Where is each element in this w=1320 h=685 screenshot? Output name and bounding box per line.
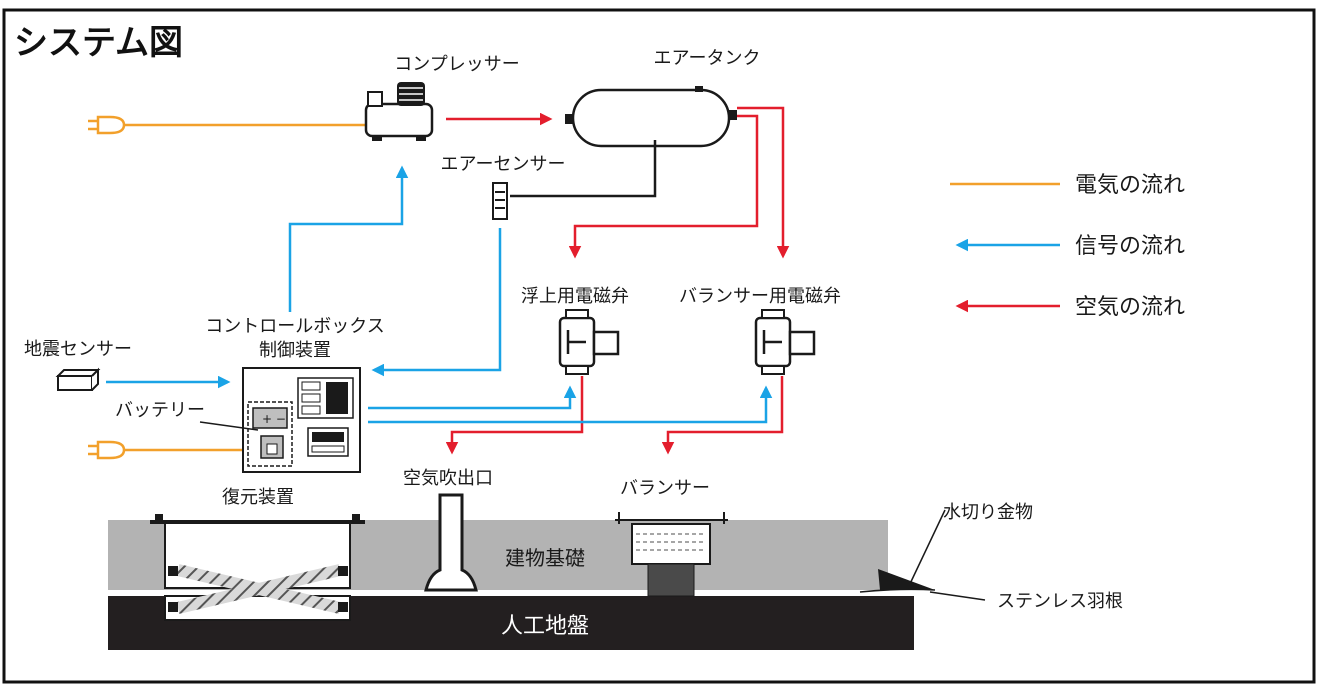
artificial-ground-label: 人工地盤 [501, 614, 589, 639]
air-tank-label: エアータンク [654, 48, 761, 69]
air-outlet [424, 493, 478, 592]
battery-leader-line [199, 421, 259, 431]
float-valve-label: 浮上用電磁弁 [521, 286, 629, 307]
svg-text:+ −: + − [262, 412, 286, 426]
air-tank-icon [565, 86, 737, 148]
drip-leader-line [907, 509, 946, 589]
battery-label: バッテリー [115, 400, 205, 421]
restorer-label: 復元装置 [222, 487, 294, 508]
electric-plug-icon [88, 440, 126, 460]
stainless-blade-label: ステンレス羽根 [997, 591, 1123, 612]
control-box-icon: + − [242, 367, 361, 473]
foundation-label: 建物基礎 [505, 546, 585, 570]
air-flow-tank-balancer-valve [737, 106, 790, 259]
pressure-line [510, 140, 657, 198]
control-box-sublabel: 制御装置 [259, 340, 331, 361]
air-sensor-icon [492, 182, 508, 220]
legend-air-label: 空気の流れ [1075, 295, 1185, 320]
compressor-icon [364, 82, 434, 141]
blade-leader-line [929, 591, 986, 601]
legend: 電気の流れ 信号の流れ 空気の流れ [950, 173, 1185, 320]
signal-control-float-valve [368, 385, 577, 410]
compressor-label: コンプレッサー [394, 54, 519, 75]
balancer-label: バランサー [620, 478, 710, 499]
quake-sensor-label: 地震センサー [24, 339, 132, 360]
solenoid-valve-icon [754, 309, 816, 375]
balancer [615, 512, 728, 597]
air-flow-float-valve-outlet [445, 376, 584, 455]
signal-control-compressor [288, 165, 409, 312]
electric-plug-icon [88, 115, 126, 135]
quake-sensor-icon [55, 367, 101, 391]
air-flow-balancer-valve-balancer [661, 376, 784, 455]
balancer-valve-label: バランサー用電磁弁 [679, 286, 841, 307]
air-outlet-label: 空気吹出口 [403, 468, 493, 489]
air-sensor-label: エアーセンサー [441, 154, 566, 175]
solenoid-valve-icon [558, 309, 620, 375]
drip-fitting [859, 569, 936, 593]
drip-fitting-label: 水切り金物 [943, 502, 1033, 523]
restorer-device [150, 514, 365, 621]
legend-signal-label: 信号の流れ [1075, 234, 1185, 259]
outer-frame [2, 8, 1316, 684]
legend-electric-label: 電気の流れ [1075, 173, 1185, 198]
signal-control-balancer-valve [368, 385, 773, 424]
control-box-label: コントロールボックス [205, 316, 384, 337]
diagram-title: システム図 [14, 23, 183, 63]
air-flow-tank-float-valve [568, 114, 759, 259]
signal-sensor-control [371, 228, 502, 377]
